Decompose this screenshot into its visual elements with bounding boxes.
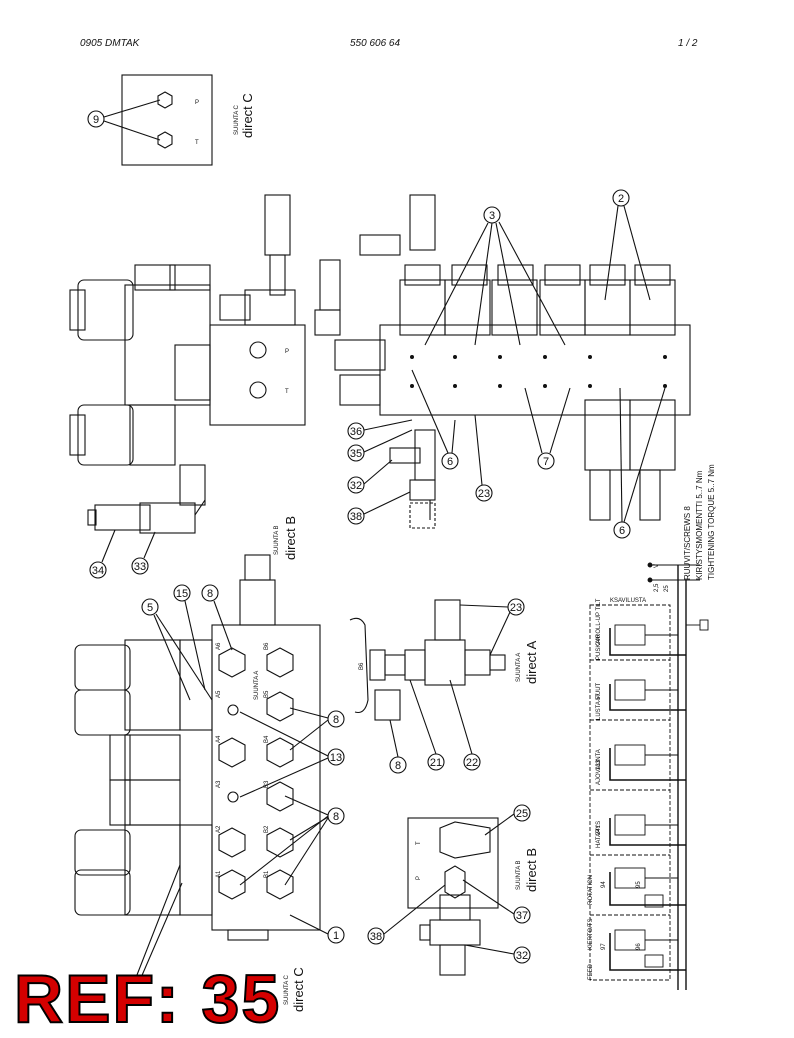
port-label: T bbox=[285, 389, 289, 395]
schematic-label: LUSTA-PUUT bbox=[596, 682, 602, 720]
port-label: B3 bbox=[264, 780, 270, 788]
direction-label: direct B bbox=[524, 848, 539, 892]
callout-number: 1 bbox=[333, 930, 339, 942]
reference-label: REF: 35 bbox=[13, 960, 282, 1038]
callout-number: 23 bbox=[478, 488, 490, 500]
port-label: A1 bbox=[216, 870, 222, 878]
port-label: B2 bbox=[264, 825, 270, 833]
direction-label: direct B bbox=[283, 516, 298, 560]
callout-number: 32 bbox=[350, 480, 362, 492]
schematic-label: FEED bbox=[588, 963, 594, 980]
callout-number: 21 bbox=[430, 757, 442, 769]
torque-note: RUUVIT/SCREWS 8 KIRISTYSMOMENTTI 5..7 Nm… bbox=[683, 464, 716, 580]
port-label: B6 bbox=[264, 642, 270, 650]
callout-number: 8 bbox=[395, 760, 401, 772]
schematic-number: 133 bbox=[596, 759, 602, 770]
callout-number: 7 bbox=[543, 456, 549, 468]
callouts-manifold: 5 15 8 8 13 8 1 SUUNTA C direct C bbox=[134, 584, 345, 1012]
callout-number: 25 bbox=[516, 808, 528, 820]
torque-note-line: RUUVIT/SCREWS 8 bbox=[683, 506, 692, 580]
schematic-label: KSAVILUSTA bbox=[610, 598, 646, 604]
callout-number: 38 bbox=[370, 931, 382, 943]
callouts-valve-bank: 3 2 36 35 6 32 23 38 7 6 bbox=[347, 189, 666, 539]
callouts-left-valve: 34 33 SUUNTA B direct B bbox=[89, 516, 298, 579]
callout-number: 6 bbox=[447, 456, 453, 468]
callout-number: 6 bbox=[619, 525, 625, 537]
callout-number: 35 bbox=[350, 448, 362, 460]
direction-label-small: SUUNTA A bbox=[516, 653, 522, 682]
direction-label-small: SUUNTA A bbox=[254, 671, 260, 700]
direction-label: direct C bbox=[291, 967, 306, 1012]
callout-number: 34 bbox=[92, 565, 104, 577]
callout-number: 36 bbox=[350, 426, 362, 438]
port-label: A6 bbox=[216, 642, 222, 650]
schematic-number: 241 bbox=[596, 824, 602, 835]
torque-note-line: KIRISTYSMOMENTTI 5..7 Nm bbox=[695, 470, 704, 580]
schematic-label: KIERTO/TS bbox=[588, 919, 594, 950]
port-label: T bbox=[195, 140, 199, 146]
callout-number: 22 bbox=[466, 757, 478, 769]
hydraulic-schematic: PUSKA/ROLL-UP TILT LUSTA-PUUT AJOVALINTA… bbox=[588, 562, 709, 990]
schematic-label: ROTATION bbox=[588, 875, 594, 905]
header-page-number: 1 / 2 bbox=[678, 38, 698, 49]
schematic-number: 96 bbox=[636, 943, 642, 950]
manifold-side-view: A6 B6 A5 B5 A4 B4 A3 B3 A2 B2 A1 B1 SUUN… bbox=[74, 554, 321, 941]
callout-number: 3 bbox=[489, 210, 495, 222]
port-label: B4 bbox=[264, 735, 270, 743]
port-label: B6 bbox=[359, 662, 365, 670]
schematic-label: AJOVALINTA bbox=[596, 749, 602, 785]
direction-label-small: SUUNTA B bbox=[516, 860, 522, 890]
port-label: A3 bbox=[216, 780, 222, 788]
schematic-label: HATAPYS bbox=[596, 821, 602, 848]
fitting-direct-a: B6 23 8 21 22 SUUNTA A direct A bbox=[349, 598, 539, 774]
port-label: P bbox=[285, 349, 289, 355]
fitting-direct-b: P T 25 38 37 32 SUUNTA B direct B bbox=[367, 804, 539, 976]
direction-c-view: P T 9 SUUNTA C direct C bbox=[87, 74, 255, 166]
port-label: A4 bbox=[216, 735, 222, 743]
callout-number: 32 bbox=[516, 950, 528, 962]
callout-number: 13 bbox=[330, 752, 342, 764]
schematic-number: V bbox=[654, 564, 660, 568]
direction-label-small: SUUNTA C bbox=[284, 974, 290, 1005]
callout-number: 15 bbox=[176, 588, 188, 600]
schematic-label: PUSKA/ROLL-UP TILT bbox=[596, 598, 602, 660]
port-label: T bbox=[416, 841, 422, 845]
callout-number: 8 bbox=[207, 588, 213, 600]
schematic-number: 97 bbox=[601, 943, 607, 950]
schematic-number: 95 bbox=[636, 881, 642, 888]
callout-number: 37 bbox=[516, 910, 528, 922]
callout-number: 8 bbox=[333, 714, 339, 726]
header-doc-code: 0905 DMTAK bbox=[80, 38, 140, 49]
callout-number: 33 bbox=[134, 561, 146, 573]
schematic-number: 2,5 bbox=[654, 583, 660, 592]
schematic-number: 240 bbox=[596, 634, 602, 645]
port-label: B1 bbox=[264, 870, 270, 878]
port-label: P bbox=[195, 100, 199, 106]
direction-label: direct C bbox=[240, 93, 255, 138]
schematic-number: 25 bbox=[664, 585, 670, 592]
callout-number: 9 bbox=[93, 114, 99, 126]
solenoid-valve-side-view: P T bbox=[69, 194, 306, 534]
callout-number: 8 bbox=[333, 811, 339, 823]
valve-bank-top-view bbox=[314, 194, 691, 529]
torque-note-line: TIGHTENING TORQUE 5..7 Nm bbox=[707, 464, 716, 580]
port-label: P bbox=[416, 876, 422, 880]
header-part-number: 550 606 64 bbox=[350, 38, 401, 49]
port-label: A5 bbox=[216, 690, 222, 698]
schematic-number: 94 bbox=[601, 881, 607, 888]
direction-label-small: SUUNTA C bbox=[234, 104, 240, 135]
callout-number: 5 bbox=[147, 602, 153, 614]
direction-label-small: SUUNTA B bbox=[274, 525, 280, 555]
callout-number: 2 bbox=[618, 193, 624, 205]
callout-number: 38 bbox=[350, 511, 362, 523]
port-label: A2 bbox=[216, 825, 222, 833]
schematic-number: 57 bbox=[596, 693, 602, 700]
callout-number: 23 bbox=[510, 602, 522, 614]
direction-label: direct A bbox=[524, 640, 539, 684]
port-label: B5 bbox=[264, 690, 270, 698]
